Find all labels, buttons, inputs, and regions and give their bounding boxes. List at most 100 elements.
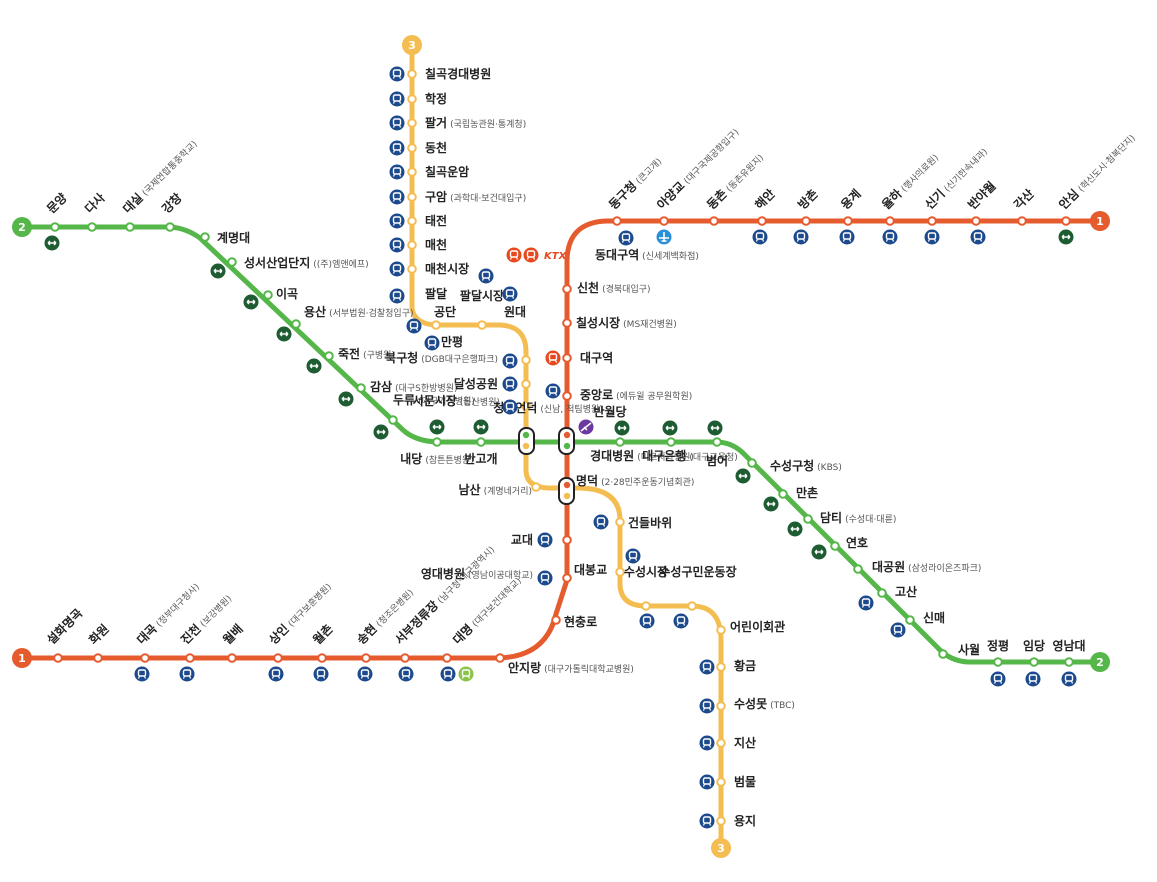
station-name-text: 용산: [304, 304, 326, 319]
station-suseonggumin[interactable]: 수성구민운동장: [659, 564, 737, 611]
station-subname: (신남, 척팀병원): [540, 403, 602, 415]
station-dot: [1064, 657, 1074, 667]
station-subname: (계명네거리): [484, 485, 532, 497]
station-daebong[interactable]: 대봉교: [574, 563, 625, 577]
station-seolhwa[interactable]: 설화명곡: [44, 605, 86, 663]
station-name-text: 매천시장: [425, 261, 469, 276]
station-suseonggu[interactable]: 수성구청(KBS): [747, 458, 842, 473]
station-name: 수성못(TBC): [734, 697, 795, 711]
station-name-text: 동구청: [606, 178, 640, 212]
station-daegongwon[interactable]: 대공원(삼성라이온즈파크): [853, 560, 981, 574]
station-yeongnamdae[interactable]: 영남대: [1052, 638, 1086, 667]
station-daegubank[interactable]: 대구은행(대구교육청): [642, 437, 738, 463]
station-sincheon[interactable]: 신천(경북대입구): [562, 280, 651, 295]
station-suseongmarket[interactable]: 수성시장: [624, 565, 668, 611]
station-paldal[interactable]: 팔달: [425, 286, 447, 301]
station-gongdan[interactable]: 공단: [431, 304, 456, 330]
station-yulha[interactable]: 율하(행사의료원): [879, 150, 942, 226]
station-jukjeon[interactable]: 죽전(구병원): [324, 346, 395, 361]
line-3-north-terminal: [402, 35, 422, 55]
station-subname: (대구보건대학교): [470, 576, 524, 630]
station-geondeul[interactable]: 건들바위: [615, 515, 672, 530]
station-name: 방촌: [795, 186, 821, 212]
station-manchon[interactable]: 만촌: [778, 485, 818, 500]
station-dot: [407, 167, 417, 177]
station-daegok[interactable]: 대곡(정부대구청사): [134, 579, 202, 663]
station-dot: [659, 216, 669, 226]
station-taejeon[interactable]: 태전: [407, 213, 447, 228]
station-dongcheon[interactable]: 동천: [407, 140, 447, 155]
station-dalseong[interactable]: 달성공원: [454, 377, 531, 391]
station-palgeo[interactable]: 팔거(국립농관원·통계청): [407, 115, 526, 130]
station-yongji[interactable]: 용지: [716, 813, 756, 828]
station-naedang[interactable]: 내당(참튼튼병원): [400, 437, 474, 466]
station-name: 계명대: [217, 230, 250, 245]
station-jisan[interactable]: 지산: [716, 735, 756, 750]
station-paldalmarket[interactable]: 팔달시장: [460, 288, 504, 330]
station-bangogae[interactable]: 반고개: [464, 437, 498, 466]
station-seomun[interactable]: 서문시장(동산병원): [413, 393, 531, 411]
transfer-marker-cheongna: [518, 427, 535, 455]
station-dongdaegu[interactable]: 동대구역(신세계백화점): [595, 247, 699, 262]
station-duryu[interactable]: 두류(대구기독병원): [388, 393, 475, 425]
station-hwanggeum[interactable]: 황금: [716, 658, 756, 673]
station-ydaehospital[interactable]: 영대병원(영남이공대학교): [421, 566, 572, 583]
station-sinmae[interactable]: 신매: [905, 610, 945, 625]
station-banwoldang[interactable]: 반월당: [593, 404, 626, 419]
station-bukgu[interactable]: 북구청(DGB대구은행파크): [385, 350, 531, 365]
station-seongseo[interactable]: 성서산업단지((주)엠앤에프): [227, 255, 369, 270]
station-name-text: 북구청: [385, 350, 418, 365]
station-ayanggyo[interactable]: 아양교(대구국제공항입구): [654, 124, 742, 226]
station-chilgokunam[interactable]: 칠곡운암: [407, 164, 469, 179]
station-jungangno[interactable]: 중앙로(에듀윌 공무원학원): [562, 388, 692, 402]
station-beommul[interactable]: 범물: [716, 774, 756, 789]
station-suseongmot[interactable]: 수성못(TBC): [716, 697, 795, 711]
station-yongsan[interactable]: 용산(서부법원·검찰청입구): [291, 304, 414, 329]
station-daeguyeok[interactable]: 대구역: [562, 350, 613, 365]
station-chilgokgd[interactable]: 칠곡경대병원: [407, 66, 491, 81]
station-myeongdeok[interactable]: 명덕(2·28민주운동기념회관): [576, 473, 694, 488]
station-name-text: 중앙로: [580, 388, 613, 402]
station-name: 팔달: [425, 286, 447, 301]
station-imdang[interactable]: 임당: [1023, 638, 1045, 667]
station-hakjeong[interactable]: 학정: [407, 91, 447, 106]
station-damti[interactable]: 담티(수성대·대륜): [803, 510, 896, 525]
station-sangin[interactable]: 상인(대구보훈병원): [266, 579, 334, 663]
station-donggu[interactable]: 동구청(큰고개): [606, 153, 665, 226]
station-gyemyeong[interactable]: 계명대: [200, 230, 250, 245]
station-yeonho[interactable]: 연호: [830, 535, 868, 551]
station-igok[interactable]: 이곡: [263, 286, 298, 301]
station-name: 고산: [895, 584, 917, 599]
line-2-east-terminal-number: 2: [1096, 656, 1104, 669]
station-dot: [521, 401, 531, 411]
station-maecheonmarket[interactable]: 매천시장: [407, 261, 469, 276]
station-name: 용지: [734, 813, 756, 828]
station-guam[interactable]: 구암(과학대·보건대입구): [407, 190, 526, 204]
station-daesil[interactable]: 대실(국제연합통중학교): [120, 136, 200, 232]
station-gamsam[interactable]: 감삼(대구S한방병원): [356, 379, 458, 394]
station-namsan[interactable]: 남산(계명네거리): [458, 482, 541, 497]
station-chilseong[interactable]: 칠성시장(MS재건병원): [562, 315, 677, 330]
station-dot: [1029, 657, 1039, 667]
station-kyungdae[interactable]: 경대병원(미르치과병원): [590, 437, 694, 463]
station-gosan[interactable]: 고산: [877, 584, 917, 599]
station-maecheon[interactable]: 매천: [407, 237, 447, 252]
station-jeongpyeong[interactable]: 정평: [987, 638, 1009, 667]
station-beomeo[interactable]: 범어: [706, 437, 728, 468]
station-gyodae[interactable]: 교대: [511, 533, 572, 547]
station-hyeonchung[interactable]: 현충로: [551, 614, 597, 629]
station-name-text: 영남대: [1052, 638, 1085, 653]
bus-icon: [357, 666, 373, 682]
station-anjirang[interactable]: 안지랑(대구가톨릭대학교병원): [495, 653, 634, 675]
station-manpyeong[interactable]: 만평: [441, 334, 463, 349]
station-ansim[interactable]: 안심(혁신도시·첨복단지): [1056, 130, 1138, 226]
station-subname: (구병원): [363, 350, 395, 361]
line-3-south-terminal: [711, 838, 731, 858]
station-eorini[interactable]: 어린이회관: [716, 619, 785, 635]
line-1-west-terminal: [12, 648, 32, 668]
station-wondae[interactable]: 원대: [504, 305, 526, 319]
station-sawol[interactable]: 사월: [938, 642, 980, 659]
bus-icon: [502, 353, 518, 369]
station-dot: [273, 653, 283, 663]
station-banyawol[interactable]: 반야월: [965, 178, 999, 226]
